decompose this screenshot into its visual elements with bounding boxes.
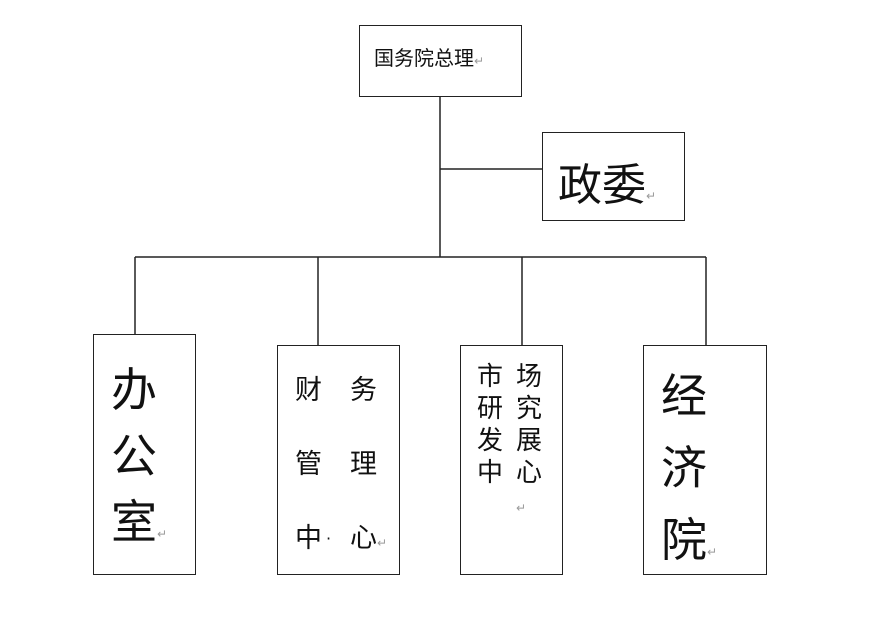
market-char: 中 [477, 458, 504, 488]
paragraph-mark-icon: ↵ [646, 189, 657, 203]
finance-char: 财 [295, 375, 322, 406]
market-research-center-box: 市 场 研 究 发 展 中 心↵ [460, 345, 563, 575]
political-commissar-box: 政委↵ [542, 132, 685, 221]
office-char: 办 [111, 363, 157, 417]
premier-label-wrap: 国务院总理↵ [374, 42, 484, 71]
paragraph-mark-icon: ↵ [516, 501, 527, 515]
finance-char: 理 [350, 449, 377, 480]
market-research-center-label: 市 场 研 究 发 展 中 心↵ [477, 356, 548, 515]
market-char: 场 [516, 362, 543, 392]
office-box: 办 公 室↵ [93, 334, 196, 575]
market-char: 究 [516, 394, 543, 424]
market-char: 研 [477, 394, 504, 424]
economics-char: 经 [661, 369, 707, 423]
market-char: 市 [477, 362, 504, 392]
paragraph-mark-icon: ↵ [707, 545, 718, 559]
finance-char: 管 [295, 449, 322, 480]
economics-char-last: 院↵ [661, 513, 718, 567]
finance-center-box: 财 务 管 理 中· 心↵ [277, 345, 400, 575]
market-char: 发 [477, 426, 504, 456]
economics-char: 济 [661, 441, 707, 495]
market-char: 展 [516, 426, 543, 456]
paragraph-mark-icon: ↵ [157, 527, 168, 541]
finance-char-with-dot: 中· [295, 523, 332, 554]
finance-char-last: 心↵ [350, 523, 388, 554]
political-commissar-label: 政委 [558, 160, 646, 211]
middle-dot: · [326, 529, 332, 548]
economics-institute-box: 经 济 院↵ [643, 345, 767, 575]
political-commissar-label-wrap: 政委↵ [558, 149, 656, 213]
premier-box: 国务院总理↵ [359, 25, 522, 97]
office-char-last: 室↵ [111, 495, 168, 549]
premier-label: 国务院总理 [374, 46, 474, 70]
paragraph-mark-icon: ↵ [377, 536, 388, 550]
paragraph-mark-icon: ↵ [474, 54, 485, 68]
economics-institute-label: 经 济 院↵ [661, 360, 717, 588]
finance-char: 务 [350, 375, 377, 406]
market-char-last: 心↵ [516, 458, 543, 515]
office-label: 办 公 室↵ [111, 357, 167, 567]
finance-center-label: 财 务 管 理 中· 心↵ [295, 368, 390, 590]
office-char: 公 [111, 429, 157, 483]
